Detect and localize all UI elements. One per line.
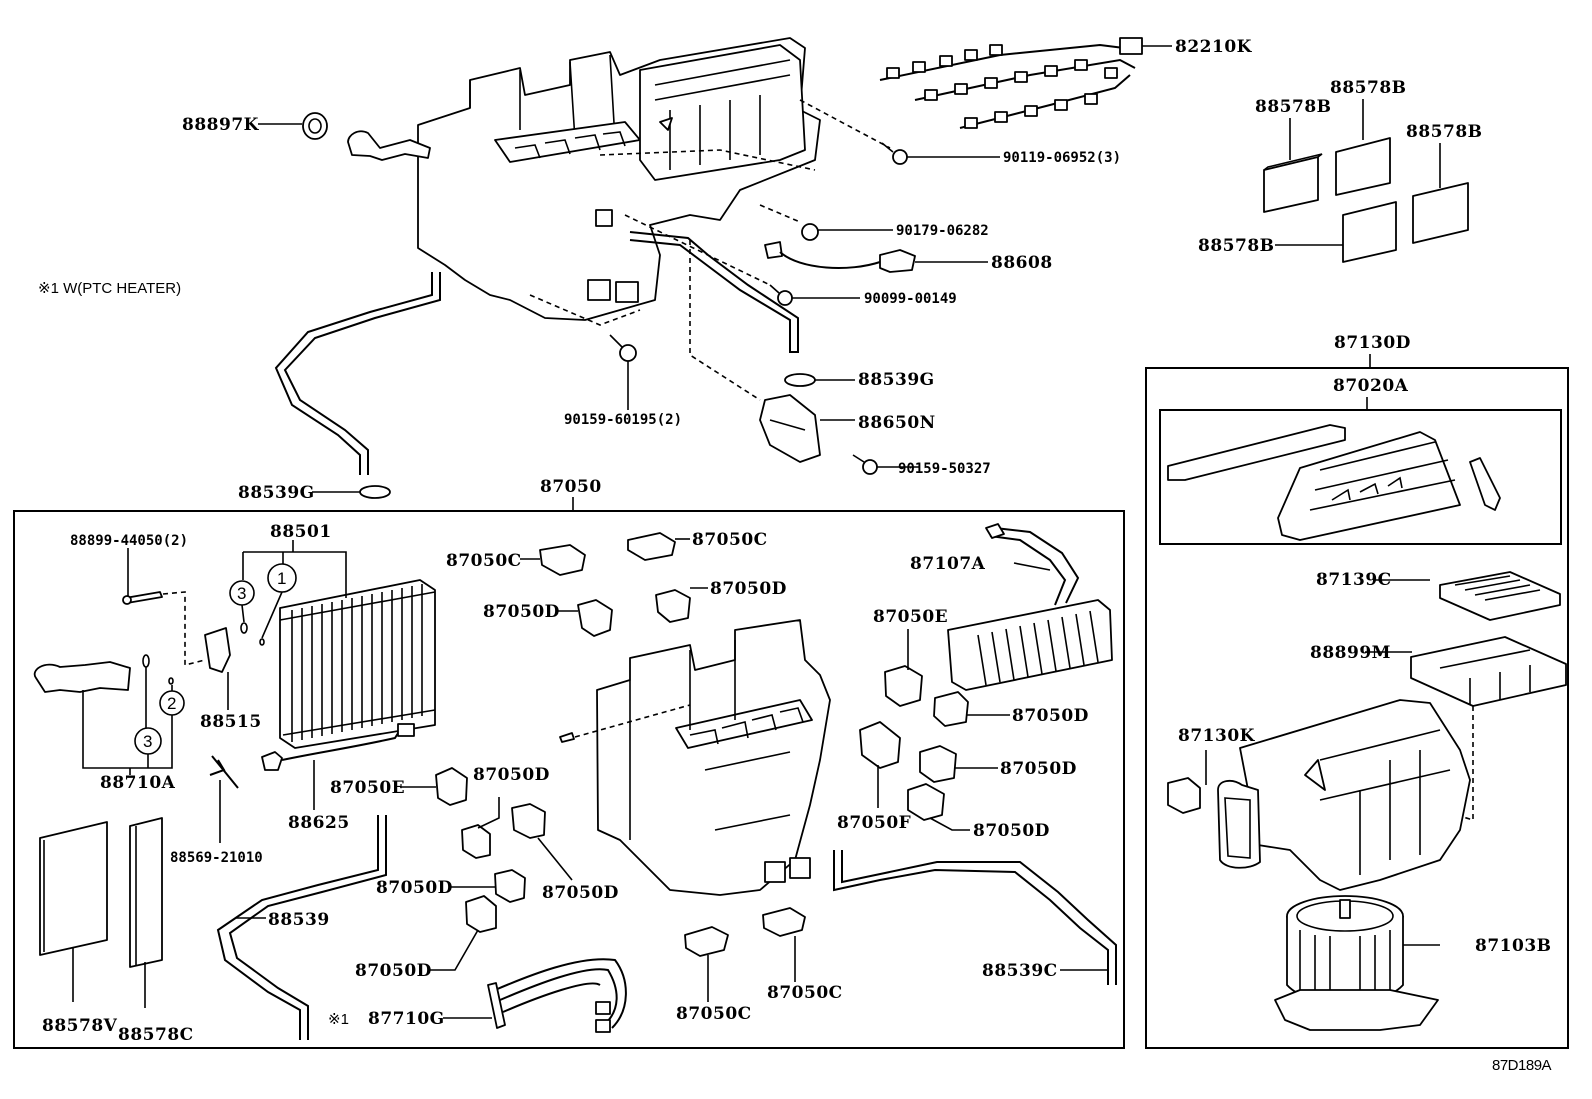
- label-88710A[interactable]: 88710A: [100, 773, 176, 793]
- leader-lines-87050: [400, 538, 1108, 1019]
- label-90119-06952[interactable]: 90119-06952(3): [1003, 150, 1121, 166]
- label-90099-00149[interactable]: 90099-00149: [864, 291, 957, 307]
- label-87050D-3[interactable]: 87050D: [1012, 706, 1089, 726]
- group-box-87130D: [1145, 354, 1569, 1049]
- label-87050C-4[interactable]: 87050C: [767, 983, 843, 1003]
- unit-87050-drawing: [33, 523, 1117, 1040]
- label-88650N[interactable]: 88650N: [858, 413, 936, 433]
- label-87050D-2[interactable]: 87050D: [710, 579, 787, 599]
- label-88608[interactable]: 88608: [991, 253, 1053, 273]
- filter-elements-88578B: [1263, 99, 1469, 263]
- label-88539C[interactable]: 88539C: [982, 961, 1058, 981]
- label-87050C-1[interactable]: 87050C: [446, 551, 522, 571]
- label-87050D-6[interactable]: 87050D: [473, 765, 550, 785]
- label-88578B-1[interactable]: 88578B: [1255, 97, 1332, 117]
- label-90159-50327[interactable]: 90159-50327: [898, 461, 991, 477]
- label-87050D-1[interactable]: 87050D: [483, 602, 560, 622]
- callout-2: 2: [167, 694, 176, 713]
- label-88625[interactable]: 88625: [288, 813, 350, 833]
- upper-unit-drawing: [274, 37, 1143, 499]
- label-88578C[interactable]: 88578C: [118, 1025, 194, 1045]
- label-87710G-mark: ※1: [328, 1011, 349, 1028]
- label-90179-06282[interactable]: 90179-06282: [896, 223, 989, 239]
- label-88578B-4[interactable]: 88578B: [1198, 236, 1275, 256]
- callout-1: 1: [277, 569, 286, 588]
- label-88578B-3[interactable]: 88578B: [1406, 122, 1483, 142]
- label-88539G-left[interactable]: 88539G: [238, 483, 315, 503]
- label-87710G[interactable]: 87710G: [368, 1009, 445, 1029]
- label-88515[interactable]: 88515: [200, 712, 262, 732]
- group-label-87130D[interactable]: 87130D: [1334, 333, 1411, 353]
- label-87050C-3[interactable]: 87050C: [676, 1004, 752, 1024]
- label-87050D-8[interactable]: 87050D: [376, 878, 453, 898]
- label-82210K[interactable]: 82210K: [1175, 37, 1253, 57]
- diagram-code: 87D189A: [1492, 1057, 1552, 1074]
- group-label-87050[interactable]: 87050: [540, 477, 602, 497]
- label-88539G-top[interactable]: 88539G: [858, 370, 935, 390]
- label-87050D-9[interactable]: 87050D: [355, 961, 432, 981]
- group-label-87020A[interactable]: 87020A: [1333, 376, 1409, 396]
- label-88899-44050[interactable]: 88899-44050(2): [70, 533, 188, 549]
- leader-lines-top: [258, 45, 1172, 493]
- harness-connectors: [886, 44, 1118, 129]
- label-87050D-4[interactable]: 87050D: [1000, 759, 1077, 779]
- group-box-87050: [13, 497, 1125, 1049]
- label-90159-60195[interactable]: 90159-60195(2): [564, 412, 682, 428]
- label-88539[interactable]: 88539: [268, 910, 330, 930]
- callout-numbers: 1 2 3 3: [143, 569, 286, 751]
- label-87050E-2[interactable]: 87050E: [330, 778, 405, 798]
- label-88578B-2[interactable]: 88578B: [1330, 78, 1407, 98]
- part-labels: 88897K 82210K 90119-06952(3) 90179-06282…: [38, 37, 1552, 1074]
- label-87107A[interactable]: 87107A: [910, 554, 986, 574]
- label-87050F[interactable]: 87050F: [837, 813, 911, 833]
- label-87050D-5[interactable]: 87050D: [973, 821, 1050, 841]
- label-88897K[interactable]: 88897K: [182, 115, 260, 135]
- label-87050C-2[interactable]: 87050C: [692, 530, 768, 550]
- label-87050E-1[interactable]: 87050E: [873, 607, 948, 627]
- label-87130K[interactable]: 87130K: [1178, 726, 1256, 746]
- callout-3a: 3: [237, 584, 246, 603]
- label-87103B[interactable]: 87103B: [1475, 936, 1552, 956]
- label-88501[interactable]: 88501: [270, 522, 332, 542]
- label-87050D-7[interactable]: 87050D: [542, 883, 619, 903]
- note-ptc-heater: ※1 W(PTC HEATER): [38, 280, 181, 297]
- blower-drawing: [1167, 424, 1567, 1031]
- label-88578V[interactable]: 88578V: [42, 1016, 118, 1036]
- label-88899M[interactable]: 88899M: [1310, 643, 1391, 663]
- callout-3b: 3: [143, 732, 152, 751]
- label-87139C[interactable]: 87139C: [1316, 570, 1392, 590]
- label-88569-21010[interactable]: 88569-21010: [170, 850, 263, 866]
